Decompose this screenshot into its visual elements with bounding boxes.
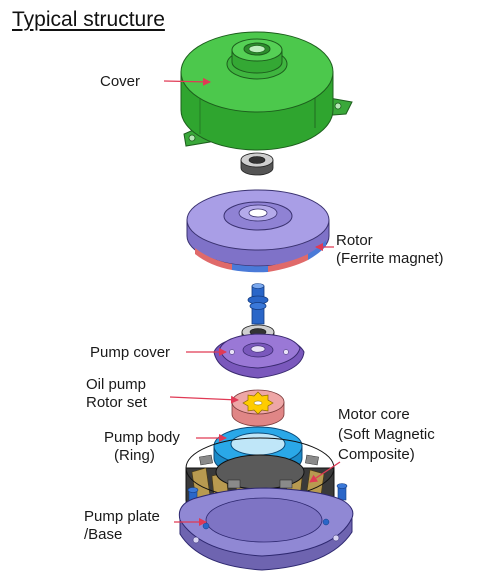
motor-core-leader-arrow (309, 461, 341, 483)
oil-pump-sublabel: Rotor set (86, 394, 147, 411)
oil-pump-label: Oil pump (86, 376, 147, 393)
pump-plate-base-part (178, 487, 354, 571)
shaft-part (247, 283, 269, 325)
cover-label: Cover (100, 73, 141, 90)
pump-cover-part (213, 333, 305, 379)
cover-leader-arrow (163, 77, 211, 86)
cover-part (180, 31, 353, 151)
pump-plate-sublabel: /Base (84, 526, 123, 543)
pump-plate-label: Pump plate (84, 508, 160, 525)
motor-core-sublabel-1: (Soft Magnetic (338, 426, 435, 443)
upper-bearing-part (240, 152, 274, 176)
rotor-sublabel: (Ferrite magnet) (336, 250, 444, 267)
diagram-title: Typical structure (12, 8, 165, 31)
rotor-part (186, 189, 330, 273)
pump-body-label: Pump body (104, 429, 180, 446)
motor-core-label: Motor core (338, 406, 410, 423)
pump-cover-label: Pump cover (90, 344, 171, 361)
pump-body-sublabel: (Ring) (114, 447, 155, 464)
rotor-label: Rotor (336, 232, 373, 249)
motor-core-sublabel-2: Composite) (338, 446, 415, 463)
oil-pump-leader-arrow (169, 395, 239, 404)
oil-pump-rotor-set-part (231, 389, 285, 427)
